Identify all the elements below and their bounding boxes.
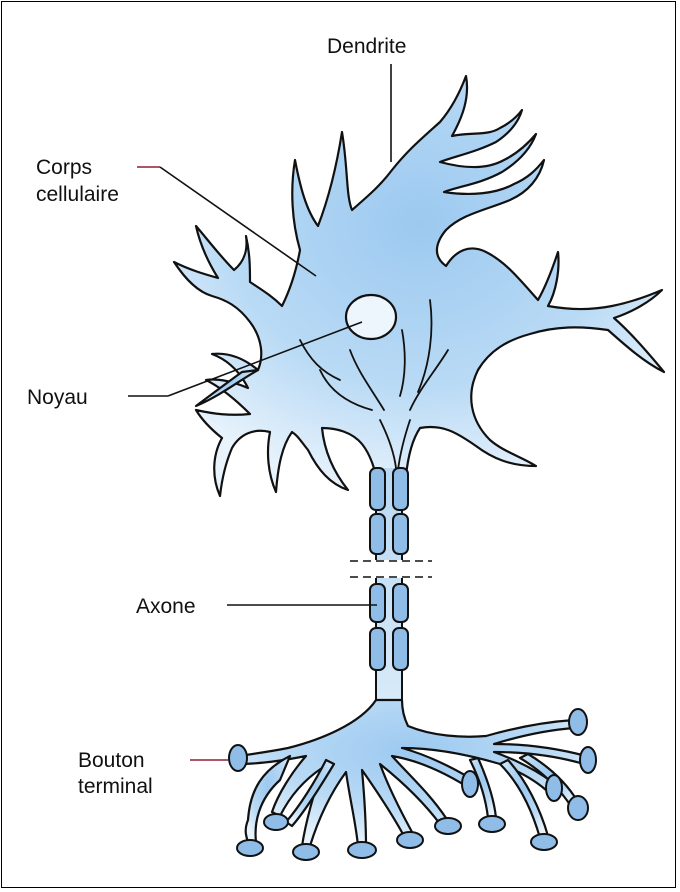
label-bouton-line2: terminal [78, 775, 153, 798]
label-corps-line1: Corps [36, 156, 92, 179]
label-noyau: Noyau [27, 386, 88, 409]
label-bouton-line1: Bouton [78, 749, 145, 772]
axon [350, 468, 432, 700]
cell-body [174, 76, 664, 496]
label-corps-line2: cellulaire [36, 183, 119, 206]
axon-terminals [238, 700, 586, 846]
label-axone: Axone [136, 595, 196, 618]
label-dendrite: Dendrite [327, 35, 406, 58]
nucleus [346, 295, 396, 339]
